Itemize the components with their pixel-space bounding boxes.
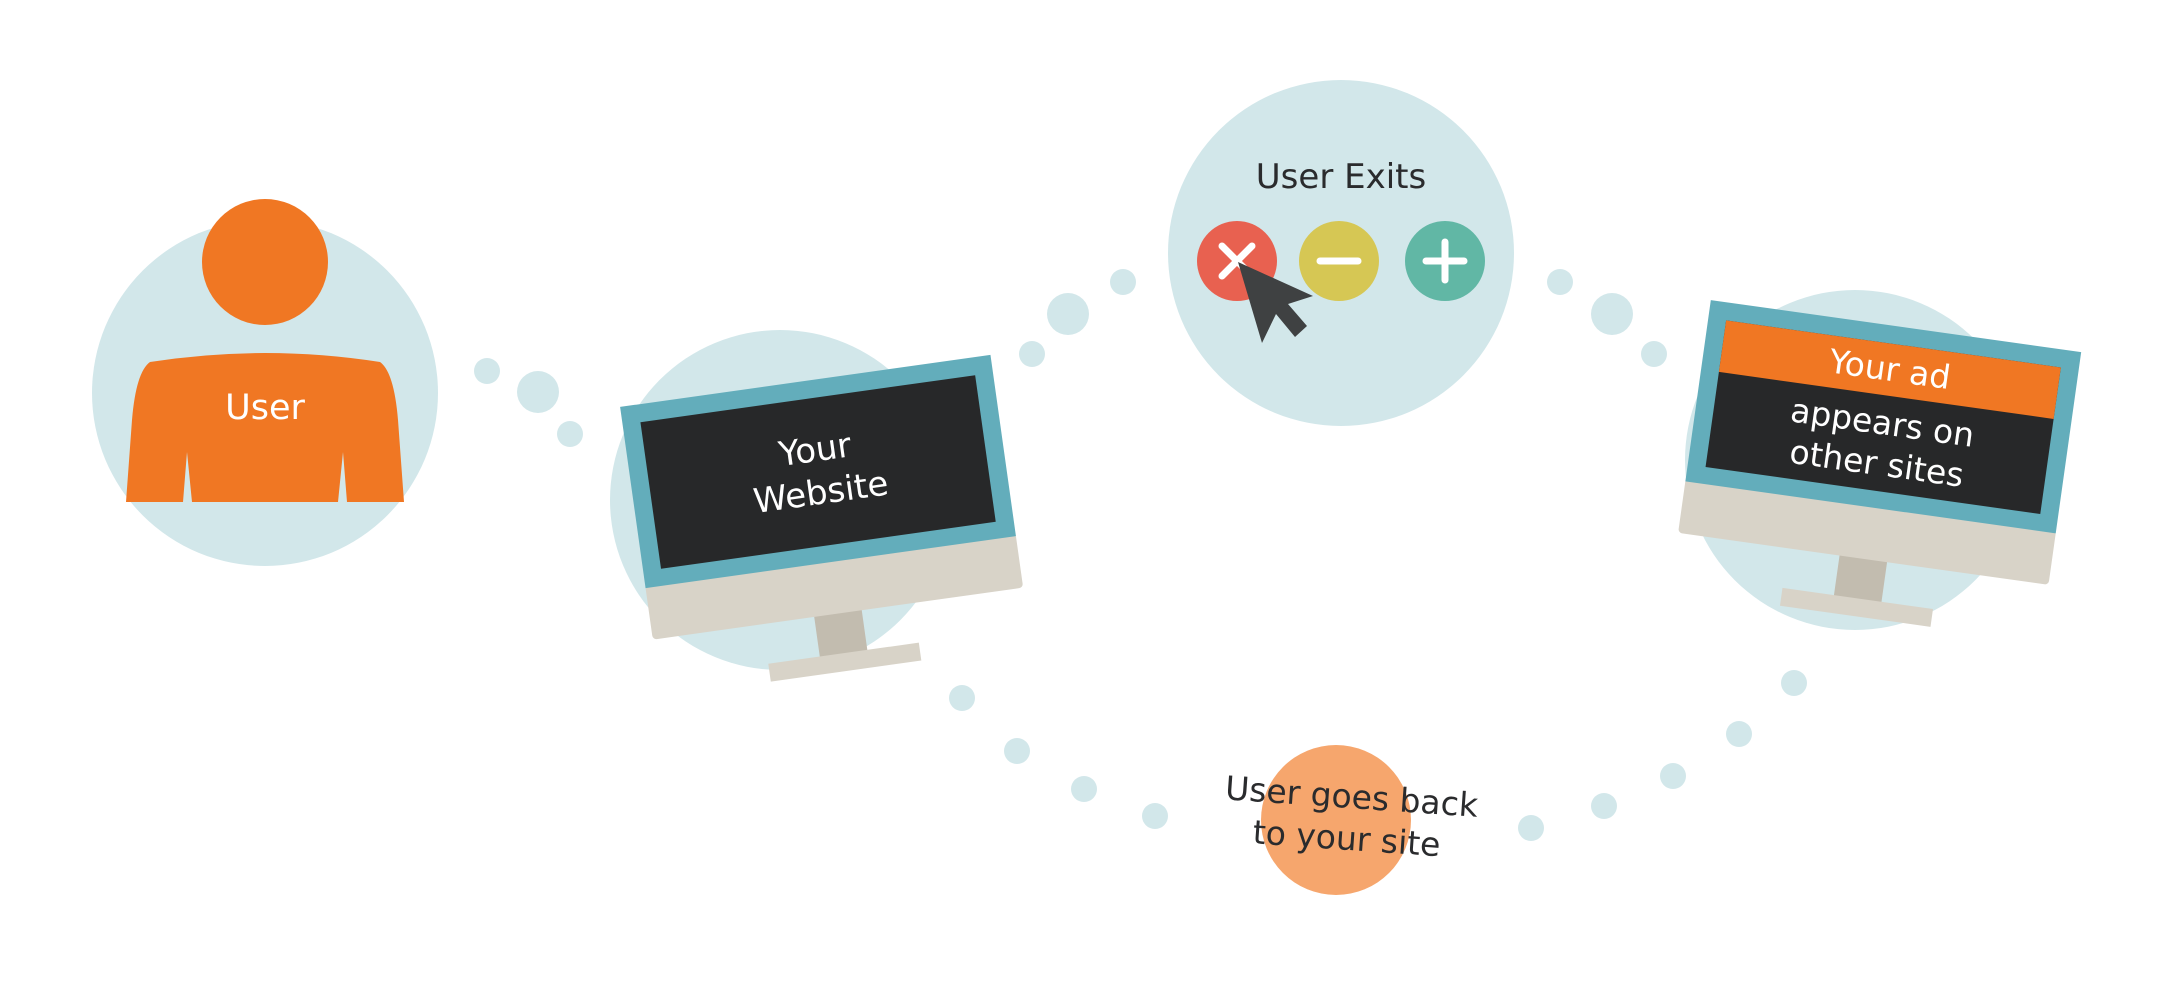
path-dot: [557, 421, 583, 447]
path-dot: [1660, 763, 1686, 789]
user-label: User: [225, 388, 305, 428]
user-exits-node: User Exits: [1168, 80, 1514, 426]
ad-monitor-icon: Your ad appears on other sites: [1678, 300, 2082, 627]
minimize-button-icon: [1299, 221, 1379, 301]
monitor-chin: [1678, 478, 2056, 585]
path-dot: [1781, 670, 1807, 696]
path-dot: [1047, 293, 1089, 335]
user-exits-title: User Exits: [1256, 157, 1426, 197]
ad-header-banner: [1718, 320, 2061, 419]
return-node: User goes back to your site: [1224, 745, 1480, 895]
website-node: Your Website: [610, 330, 1023, 682]
user-head-icon: [202, 199, 328, 325]
monitor-foot: [768, 642, 922, 682]
monitor-foot: [1779, 587, 1933, 627]
path-dot: [1591, 793, 1617, 819]
user-node: User: [92, 199, 438, 566]
website-monitor-icon: Your Website: [620, 354, 1023, 682]
maximize-button-icon: [1405, 221, 1485, 301]
path-dot: [1547, 269, 1573, 295]
return-background-circle: [1261, 745, 1411, 895]
path-dot: [1518, 815, 1544, 841]
user-body-icon: [126, 353, 404, 502]
path-dot: [1110, 269, 1136, 295]
path-dot: [1142, 803, 1168, 829]
dotted-path: [474, 269, 1807, 841]
path-dot: [1726, 721, 1752, 747]
path-dot: [949, 685, 975, 711]
path-dot: [1591, 293, 1633, 335]
path-dot: [1019, 341, 1045, 367]
monitor-chin: [645, 533, 1023, 640]
path-dot: [517, 371, 559, 413]
mouse-cursor-icon: [1238, 262, 1313, 343]
path-dot: [1004, 738, 1030, 764]
monitor-neck: [1833, 545, 1889, 607]
path-dot: [1071, 776, 1097, 802]
path-dot: [1641, 341, 1667, 367]
monitor-neck: [812, 600, 869, 662]
ad-node: Your ad appears on other sites: [1678, 290, 2082, 630]
monitor-screen: [640, 375, 996, 569]
path-dot: [474, 358, 500, 384]
